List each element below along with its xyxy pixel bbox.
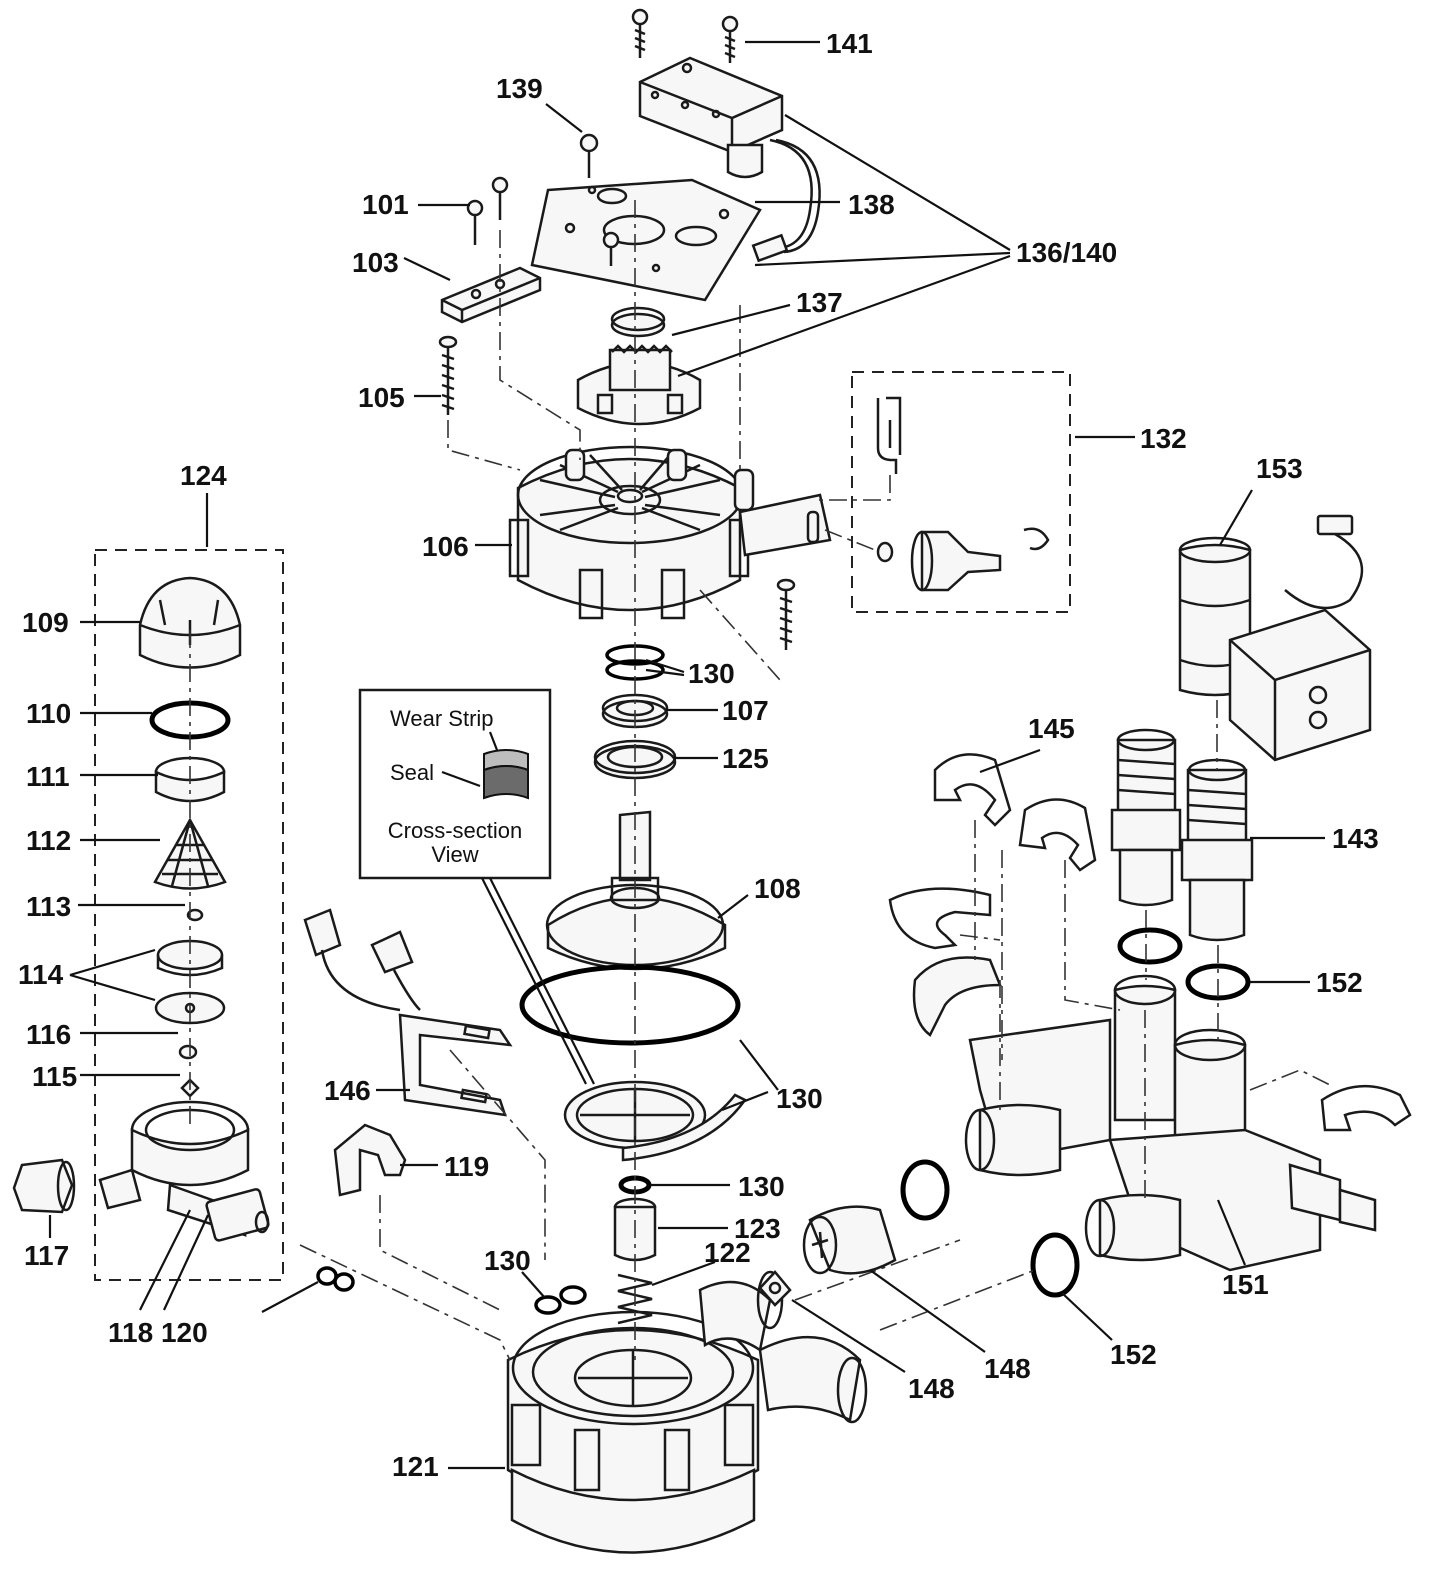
injector-body-118: [98, 1100, 270, 1242]
o-ring-152-low: [1030, 1232, 1080, 1298]
callout-139: 139: [496, 73, 543, 104]
sensor-146: [303, 908, 513, 1117]
callout-138: 138: [848, 189, 895, 220]
group-box-124: [94, 549, 284, 1281]
micro-switch-103: [440, 266, 542, 324]
inset-wear-strip-label: Wear Strip: [390, 706, 494, 731]
callout-115: 115: [32, 1061, 77, 1092]
callout-146: 146: [324, 1075, 371, 1106]
callout-136-140: 136/140: [1016, 237, 1117, 268]
valve-disc: [563, 1080, 747, 1162]
callout-numbers: 141 139 101 138 136/140 103 137 105 132 …: [18, 28, 1379, 1482]
leader-lines: [48, 40, 1325, 1470]
inset-seal-label: Seal: [390, 760, 434, 785]
valve-body-121: [506, 1270, 868, 1554]
callout-130a: 130: [688, 658, 735, 689]
o-rings-152-upper: [1117, 927, 1251, 1001]
callout-111: 111: [26, 761, 70, 792]
callout-141: 141: [826, 28, 873, 59]
callout-107: 107: [722, 695, 769, 726]
callout-123: 123: [734, 1213, 781, 1244]
group-box-132: [851, 371, 1071, 613]
callout-153: 153: [1256, 453, 1303, 484]
callout-130d: 130: [484, 1245, 531, 1276]
piston-108: [545, 810, 727, 971]
cross-section-inset: Wear Strip Seal Cross-section View: [358, 688, 595, 1085]
bearing-ring-137: [610, 306, 666, 338]
screw-141b: [721, 15, 739, 63]
callout-148b: 148: [908, 1373, 955, 1404]
screw-105: [438, 335, 458, 415]
clip-132: [876, 396, 902, 474]
callout-121: 121: [392, 1451, 439, 1482]
part-116: [178, 1044, 198, 1060]
impeller-148: [758, 1270, 792, 1307]
callout-112: 112: [26, 825, 71, 856]
inset-view-label: View: [431, 842, 478, 867]
callout-109: 109: [22, 607, 69, 638]
motor-136: [638, 56, 821, 263]
turbine-148: [802, 1205, 897, 1275]
cap-117: [12, 1158, 76, 1214]
screw-139: [579, 133, 599, 178]
callout-152b: 152: [1110, 1339, 1157, 1370]
screws-101: [466, 176, 509, 245]
callout-110: 110: [26, 698, 71, 729]
callout-143: 143: [1332, 823, 1379, 854]
injector-assembly-132: [876, 527, 1050, 592]
callout-145: 145: [1028, 713, 1075, 744]
meter-153: [1178, 514, 1372, 762]
bypass-valve-151: [912, 956, 1377, 1272]
callout-151: 151: [1222, 1269, 1269, 1300]
cam-gear: [576, 344, 702, 426]
valve-cover-106: [508, 445, 832, 620]
callout-132: 132: [1140, 423, 1187, 454]
ball-113: [186, 908, 204, 922]
callout-108: 108: [754, 873, 801, 904]
callout-152a: 152: [1316, 967, 1363, 998]
callout-124: 124: [180, 460, 227, 491]
callout-117: 117: [24, 1240, 69, 1271]
callout-114: 114: [18, 959, 64, 990]
callout-122: 122: [704, 1237, 751, 1268]
screw-cover: [776, 578, 796, 650]
clip-119: [333, 1123, 407, 1197]
screw-141a: [631, 8, 649, 58]
o-ring-152-mid: [900, 1159, 950, 1221]
callout-101: 101: [362, 189, 409, 220]
adapter-143a: [1110, 728, 1182, 907]
callout-103: 103: [352, 247, 399, 278]
callout-118-120: 118 120: [108, 1317, 208, 1348]
callout-116: 116: [26, 1019, 71, 1050]
o-rings-small: [316, 1266, 355, 1292]
large-o-ring-130: [519, 964, 741, 1046]
assembly-lines: [189, 200, 1331, 1361]
callout-137: 137: [796, 287, 843, 318]
callout-130c: 130: [738, 1171, 785, 1202]
callout-113: 113: [26, 891, 71, 922]
callout-106: 106: [422, 531, 469, 562]
inset-cross-section-label: Cross-section: [388, 818, 522, 843]
adapter-143b: [1180, 758, 1254, 942]
mounting-plate-138: [530, 178, 762, 302]
callout-105: 105: [358, 382, 405, 413]
callout-125: 125: [722, 743, 769, 774]
callout-130b: 130: [776, 1083, 823, 1114]
callout-148a: 148: [984, 1353, 1031, 1384]
callout-119: 119: [444, 1151, 489, 1182]
spring-122: [617, 1273, 653, 1325]
clips-145: [888, 753, 1412, 1132]
